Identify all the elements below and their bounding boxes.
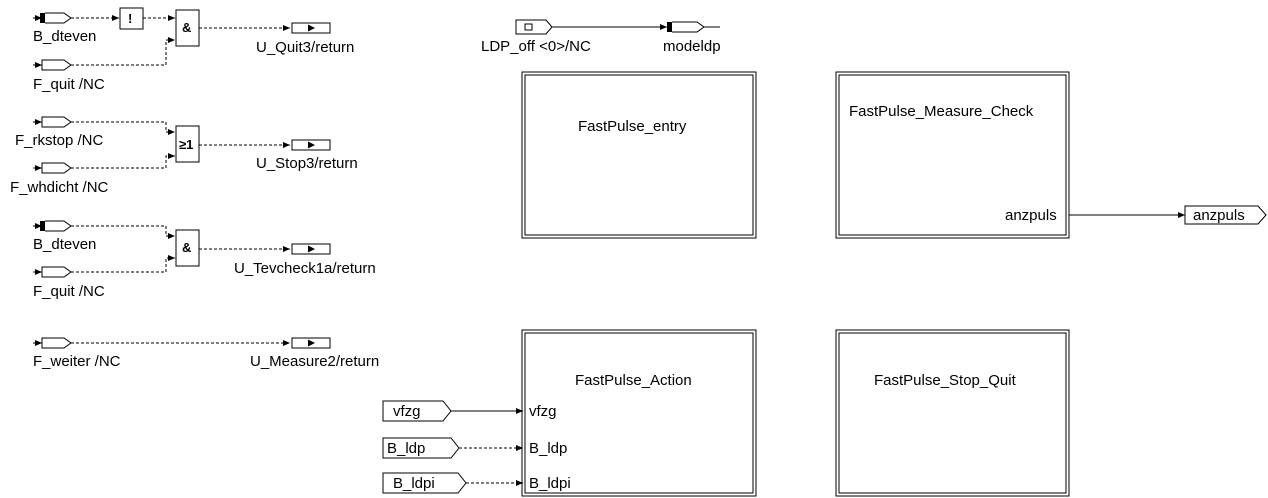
and-symbol-tevcheck: & bbox=[182, 240, 191, 255]
outport-u-measure2[interactable] bbox=[291, 337, 331, 349]
inport-b-dteven-2[interactable] bbox=[33, 220, 72, 232]
subsystem-title-stop-quit: FastPulse_Stop_Quit bbox=[874, 372, 1017, 389]
port-label-b-ldpi: B_ldpi bbox=[529, 475, 571, 492]
subsystem-port-anzpuls: anzpuls bbox=[1005, 207, 1057, 224]
and-symbol-quit3: & bbox=[182, 20, 191, 35]
subsystem-fastpulse-entry[interactable] bbox=[521, 71, 757, 239]
and-block-quit3[interactable]: & bbox=[175, 9, 200, 47]
not-block[interactable]: ! bbox=[119, 7, 144, 30]
outport-u-tevcheck1a[interactable] bbox=[291, 243, 331, 255]
inport-vfzg[interactable] bbox=[382, 400, 452, 422]
subsystem-fastpulse-action[interactable] bbox=[521, 329, 757, 497]
inport-f-quit-2[interactable] bbox=[33, 266, 72, 278]
outport-anzpuls[interactable] bbox=[1184, 205, 1267, 225]
outport-modeldp[interactable] bbox=[667, 21, 720, 33]
inport-f-quit-1[interactable] bbox=[33, 59, 72, 71]
port-label-vfzg: vfzg bbox=[529, 403, 557, 420]
inport-label-f-whdicht: F_whdicht /NC bbox=[10, 179, 109, 196]
inport-f-whdicht[interactable] bbox=[33, 162, 72, 174]
inport-f-rkstop[interactable] bbox=[33, 116, 72, 128]
outport-label-anzpuls: anzpuls bbox=[1193, 207, 1245, 224]
subsystem-title-measure-check: FastPulse_Measure_Check bbox=[849, 103, 1034, 120]
outport-label-u-measure2: U_Measure2/return bbox=[250, 353, 379, 370]
and-block-tevcheck[interactable]: & bbox=[175, 229, 200, 267]
outport-label-u-quit3: U_Quit3/return bbox=[256, 39, 354, 56]
inport-label-b-dteven-1: B_dteven bbox=[33, 28, 96, 45]
inport-label-b-dteven-2: B_dteven bbox=[33, 236, 96, 253]
outport-label-modeldp: modeldp bbox=[663, 38, 721, 55]
or-symbol-stop3: ≥1 bbox=[179, 137, 193, 152]
inport-label-f-quit-2: F_quit /NC bbox=[33, 283, 105, 300]
inport-b-ldp[interactable] bbox=[382, 437, 460, 459]
subsystem-title-entry: FastPulse_entry bbox=[578, 118, 687, 135]
subsystem-title-action: FastPulse_Action bbox=[575, 372, 692, 389]
outport-u-quit3[interactable] bbox=[291, 22, 331, 34]
port-label-b-ldp: B_ldp bbox=[529, 440, 567, 457]
outport-label-u-stop3: U_Stop3/return bbox=[256, 155, 358, 172]
or-block-stop3[interactable]: ≥1 bbox=[175, 125, 200, 163]
outport-u-stop3[interactable] bbox=[291, 139, 331, 151]
subsystem-fastpulse-stop-quit[interactable] bbox=[835, 329, 1070, 497]
constant-ldp-off[interactable] bbox=[515, 19, 553, 35]
inport-label-vfzg: vfzg bbox=[393, 403, 421, 420]
inport-b-ldpi[interactable] bbox=[382, 472, 467, 494]
inport-label-b-ldpi: B_ldpi bbox=[393, 475, 435, 492]
subsystem-fastpulse-measure-check[interactable] bbox=[835, 71, 1070, 239]
inport-f-weiter[interactable] bbox=[33, 337, 72, 349]
outport-label-u-tevcheck1a: U_Tevcheck1a/return bbox=[234, 260, 376, 277]
inport-label-b-ldp: B_ldp bbox=[387, 440, 425, 457]
inport-b-dteven-1[interactable] bbox=[33, 12, 72, 24]
inport-label-f-weiter: F_weiter /NC bbox=[33, 353, 121, 370]
constant-label-ldp-off: LDP_off <0>/NC bbox=[481, 38, 591, 55]
not-symbol: ! bbox=[128, 11, 132, 26]
inport-label-f-rkstop: F_rkstop /NC bbox=[15, 132, 104, 149]
inport-label-f-quit-1: F_quit /NC bbox=[33, 76, 105, 93]
